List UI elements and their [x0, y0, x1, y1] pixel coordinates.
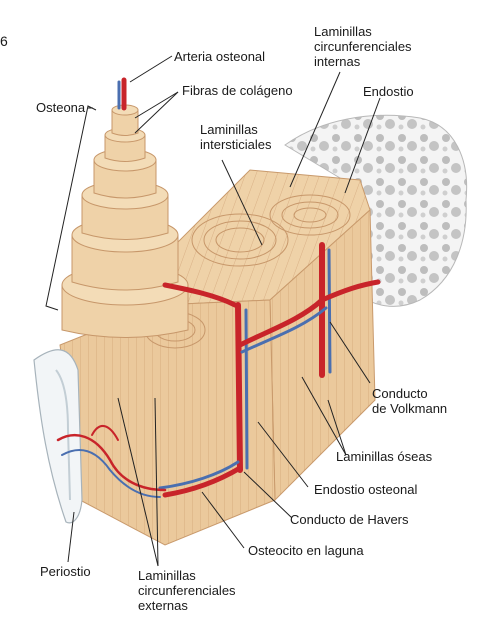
- label-line: internas: [314, 54, 361, 69]
- label-endostio: Endostio: [363, 84, 414, 99]
- label-line: Laminillas: [138, 568, 196, 583]
- havers-canal-2-vein: [327, 248, 332, 374]
- label-periostio: Periostio: [40, 564, 91, 579]
- label-line: Laminillas: [200, 122, 258, 137]
- volkmann-canal: [237, 279, 381, 348]
- label-laminillas-circunferenciales-externas: Laminillas circunferenciales externas: [138, 568, 236, 613]
- label-osteocito-laguna: Osteocito en laguna: [248, 543, 364, 558]
- vessel-top-horizontal: [162, 282, 238, 308]
- osteon-telescope: [61, 104, 189, 338]
- label-laminillas-circunferenciales-internas: Laminillas circunferenciales internas: [314, 24, 412, 69]
- label-line: intersticiales: [200, 137, 272, 152]
- label-line: Conducto: [372, 386, 428, 401]
- label-fibras-colageno: Fibras de colágeno: [182, 83, 293, 98]
- label-line: externas: [138, 598, 188, 613]
- figure-number: 6: [0, 33, 8, 49]
- volkmann-canal-vein: [240, 306, 328, 354]
- leader-lines: [45, 55, 381, 567]
- periosteal-vein: [61, 449, 161, 498]
- label-laminillas-intersticiales: Laminillas intersticiales: [200, 122, 272, 152]
- label-line: circunferenciales: [314, 39, 412, 54]
- spongy-bone: [284, 114, 468, 307]
- label-endostio-osteonal: Endostio osteonal: [314, 482, 418, 497]
- label-line: Laminillas: [314, 24, 372, 39]
- havers-canal-1: [235, 302, 243, 473]
- bottom-vessel-vein: [158, 460, 240, 490]
- bottom-vessel: [162, 465, 243, 498]
- periosteal-artery: [56, 433, 167, 492]
- havers-canal-1-vein: [244, 308, 249, 470]
- label-line: circunferenciales: [138, 583, 236, 598]
- periosteal-branch: [91, 425, 119, 441]
- bone-block-front: [59, 299, 276, 546]
- periosteum-inner: [55, 369, 71, 501]
- label-conducto-volkmann: Conducto de Volkmann: [372, 386, 447, 416]
- label-laminillas-oseas: Laminillas óseas: [336, 449, 433, 464]
- label-conducto-havers: Conducto de Havers: [290, 512, 409, 527]
- label-line: de Volkmann: [372, 401, 448, 416]
- blood-vessels: [56, 77, 381, 498]
- label-arteria-osteonal: Arteria osteonal: [174, 49, 266, 64]
- label-osteona: Osteona: [36, 100, 86, 115]
- osteon-rings-top: [191, 194, 351, 267]
